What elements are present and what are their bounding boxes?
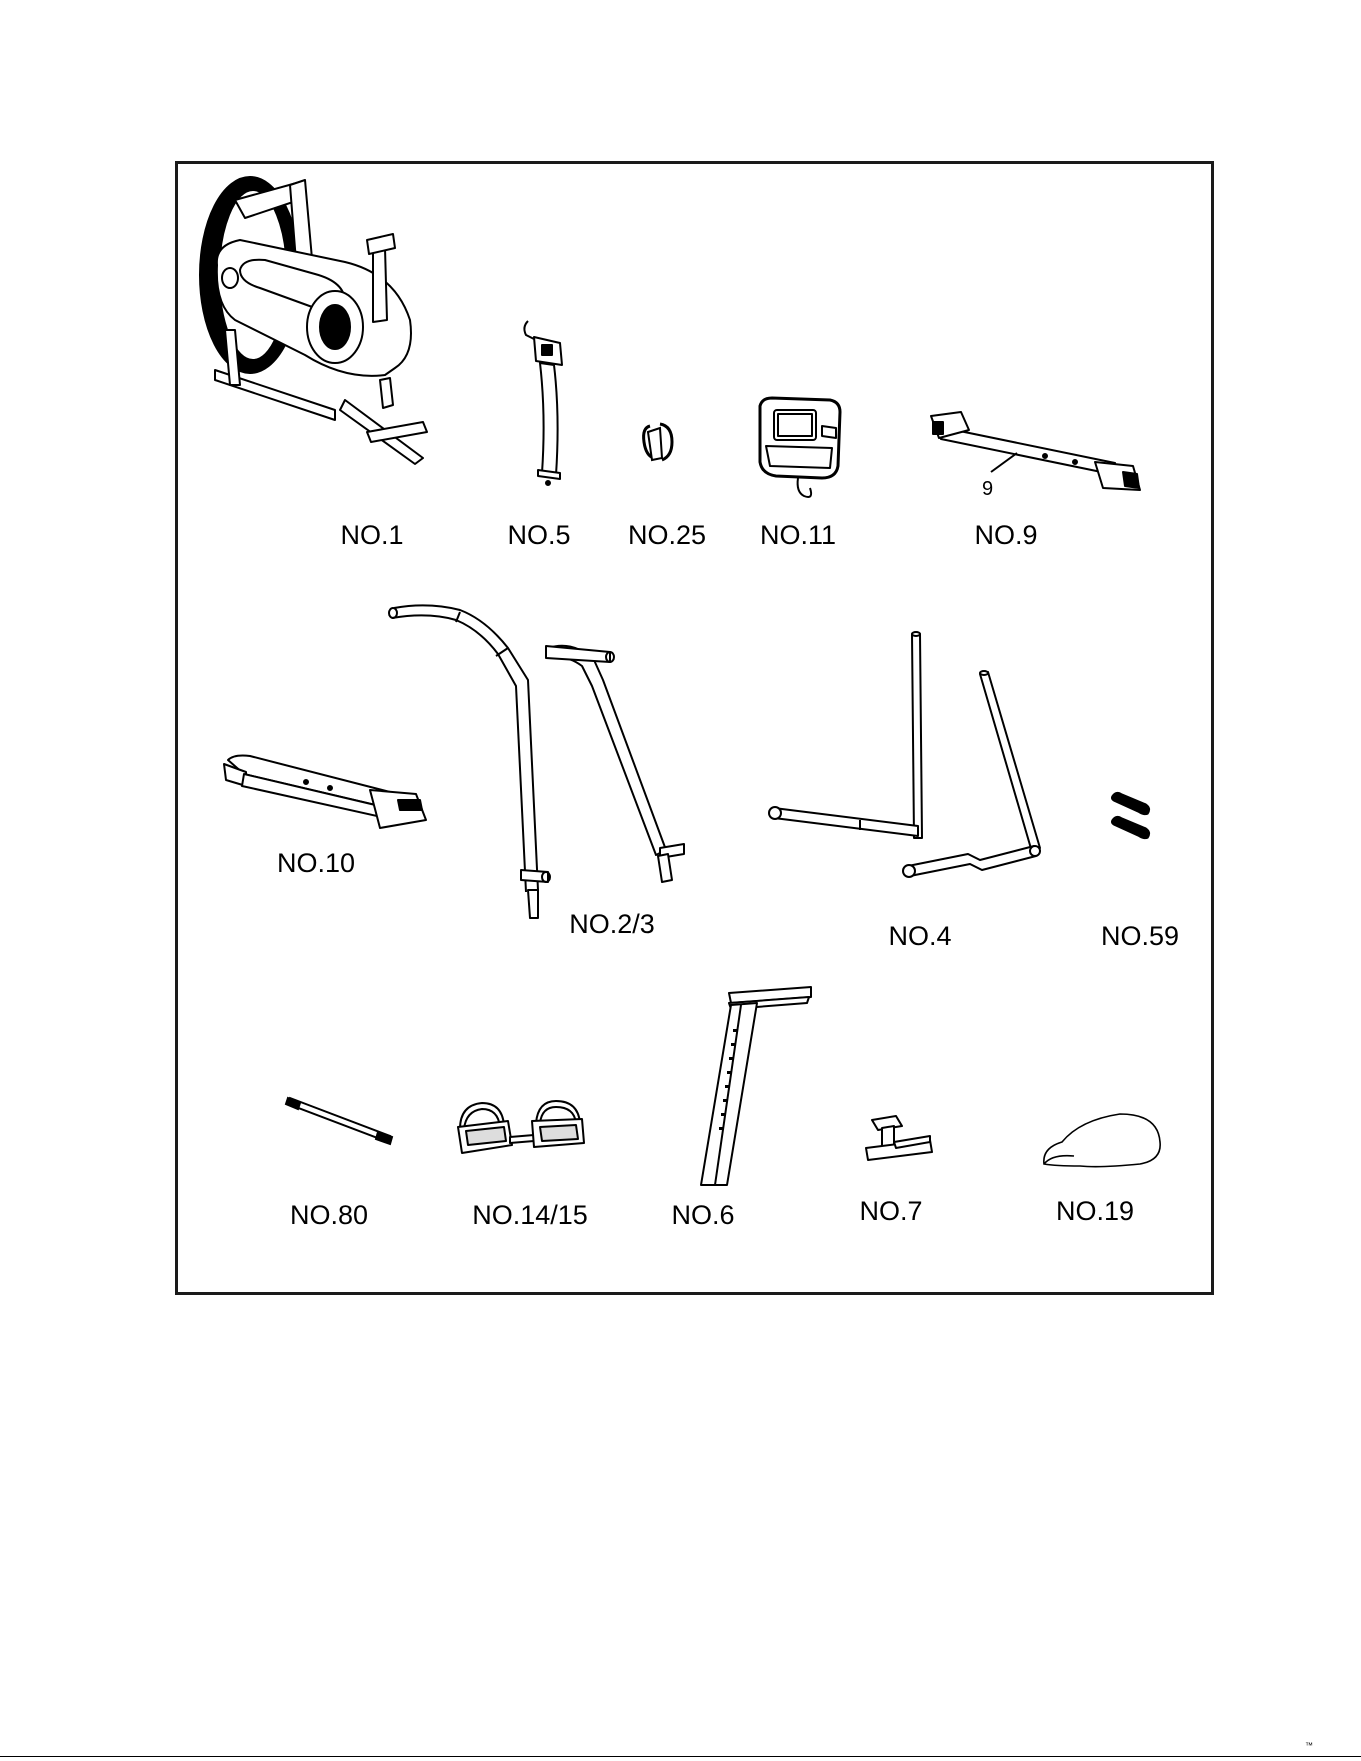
foam-grips-illustration [1108, 790, 1153, 840]
front-stabilizer-illustration [925, 408, 1150, 500]
clip-illustration [638, 418, 680, 466]
part-label-no-5: NO.5 [507, 520, 570, 550]
lower-arm-tubes-illustration [768, 630, 1048, 885]
part-9-callout: 9 [982, 478, 993, 500]
seat-slider-illustration [862, 1112, 937, 1167]
part-label-no-19: NO.19 [1056, 1196, 1134, 1226]
corner-mark: ™ [1305, 1742, 1313, 1750]
pedals-illustration [456, 1097, 586, 1162]
seat-cushion-illustration [1040, 1108, 1165, 1173]
page-bottom-rule [0, 1756, 1361, 1757]
part-label-no-9: NO.9 [974, 520, 1037, 550]
computer-console-illustration [752, 396, 847, 506]
axle-rod-illustration [286, 1094, 396, 1146]
part-label-no-59: NO.59 [1101, 921, 1179, 951]
part-label-no-1: NO.1 [340, 520, 403, 550]
part-label-no-11: NO.11 [760, 520, 836, 550]
part-label-no-80: NO.80 [290, 1200, 368, 1230]
part-label-no-4: NO.4 [888, 921, 951, 951]
part-label-no-7: NO.7 [859, 1196, 922, 1226]
seat-post-illustration [685, 985, 815, 1195]
handlebars-illustration [388, 600, 693, 925]
part-label-no-14-15: NO.14/15 [472, 1200, 588, 1230]
main-frame-illustration [195, 170, 475, 505]
part-label-no-2-3: NO.2/3 [569, 909, 655, 939]
part-label-no-25: NO.25 [628, 520, 706, 550]
part-label-no-10: NO.10 [277, 848, 355, 878]
console-mast-illustration [520, 315, 590, 490]
part-label-no-6: NO.6 [671, 1200, 734, 1230]
